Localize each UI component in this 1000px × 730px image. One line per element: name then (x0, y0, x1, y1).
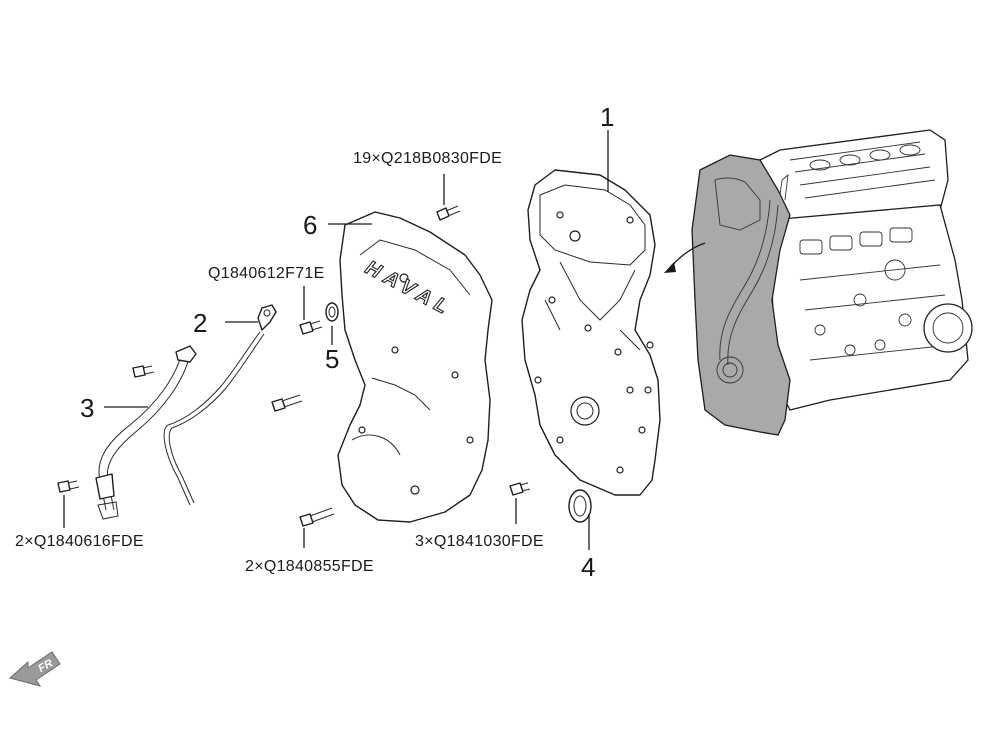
callout-numbers: 1 2 3 4 5 6 (80, 102, 614, 582)
front-arrow-icon (8, 651, 61, 687)
part-3-dipstick-tube (95, 345, 197, 520)
callout-6: 6 (303, 210, 317, 240)
part-5-washer (325, 302, 339, 322)
callout-5: 5 (325, 344, 339, 374)
callout-3: 3 (80, 393, 94, 423)
installed-timing-cover-highlight (691, 154, 791, 436)
part-1-timing-chain-cover (521, 169, 661, 496)
bolt-tube-upper (132, 365, 155, 378)
bolt-left-upper (299, 320, 323, 335)
fastener-code-bottom-right: 3×Q1841030FDE (415, 533, 544, 550)
bolt-top (436, 205, 461, 221)
leader-lines (63, 130, 609, 550)
part-2-dipstick (163, 304, 277, 506)
front-direction-indicator: FR (8, 651, 61, 687)
fastener-code-bottom-mid: 2×Q1840855FDE (245, 558, 374, 575)
part-6-front-cover: HAVAL (337, 211, 493, 523)
fastener-code-left-upper: Q1840612F71E (208, 265, 325, 282)
callout-1: 1 (600, 102, 614, 132)
bolt-bottom-right (509, 482, 531, 496)
fastener-codes: 19×Q218B0830FDE Q1840612F71E 2×Q1840616F… (15, 150, 544, 575)
callout-4: 4 (581, 552, 595, 582)
bolt-group (57, 205, 531, 527)
bolt-bottom-mid (299, 507, 335, 527)
fastener-code-left-lower: 2×Q1840616FDE (15, 533, 144, 550)
engine-assembly (691, 129, 973, 436)
bolt-middle (271, 394, 303, 412)
rear-seal-housing (923, 303, 973, 353)
part-4-oil-seal (568, 489, 592, 523)
fastener-code-top: 19×Q218B0830FDE (353, 150, 502, 167)
callout-2: 2 (193, 308, 207, 338)
bolt-tube-lower (57, 480, 80, 493)
